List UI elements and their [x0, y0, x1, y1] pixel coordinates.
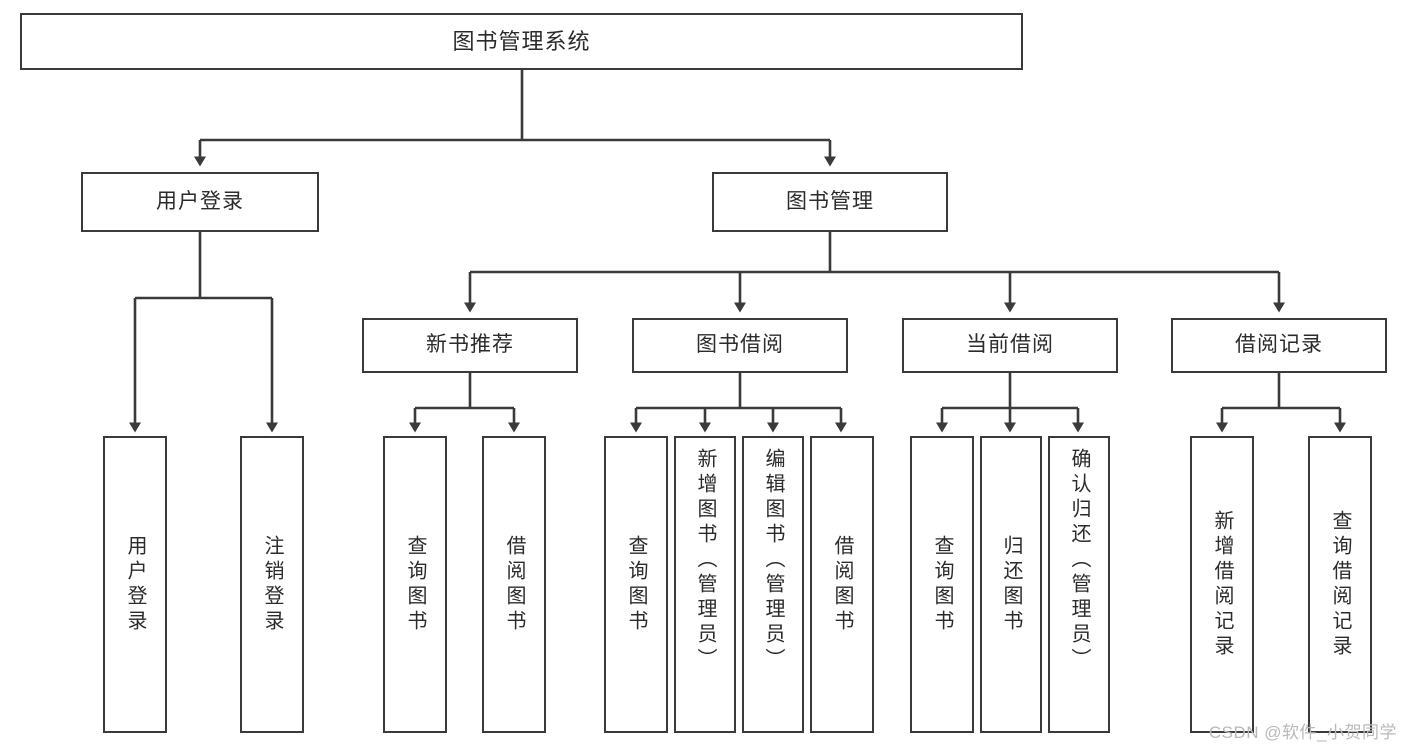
- node-label: 新增借阅记录: [1211, 509, 1233, 660]
- node-label: 编辑图书（管理员）: [762, 448, 784, 673]
- node-label: 借阅图书: [503, 534, 525, 635]
- node-label: 注销登录: [261, 534, 283, 635]
- node-label: 新书推荐: [426, 333, 514, 357]
- node-current-borrow[interactable]: 当前借阅: [902, 318, 1118, 373]
- node-label: 新增图书（管理员）: [694, 448, 716, 673]
- watermark-text: CSDN @软件_小贺同学: [1208, 723, 1397, 742]
- node-label: 查询图书: [404, 534, 426, 635]
- node-label: 查询借阅记录: [1329, 509, 1351, 660]
- node-label: 借阅记录: [1235, 333, 1323, 357]
- node-new-book-recommend[interactable]: 新书推荐: [362, 318, 578, 373]
- leaf-borrow-record-add-record[interactable]: 新增借阅记录: [1190, 436, 1254, 733]
- leaf-current-borrow-confirm-return[interactable]: 确认归还（管理员）: [1048, 436, 1110, 733]
- node-label: 查询图书: [625, 534, 647, 635]
- leaf-current-borrow-query-book[interactable]: 查询图书: [910, 436, 974, 733]
- leaf-book-borrow-borrow-book[interactable]: 借阅图书: [810, 436, 874, 733]
- node-label: 用户登录: [124, 534, 146, 635]
- node-book-management[interactable]: 图书管理: [712, 172, 948, 232]
- node-label: 用户登录: [156, 189, 244, 213]
- node-root-book-management-system[interactable]: 图书管理系统: [20, 13, 1023, 70]
- node-label: 借阅图书: [831, 534, 853, 635]
- leaf-current-borrow-return-book[interactable]: 归还图书: [980, 436, 1042, 733]
- leaf-book-borrow-add-book[interactable]: 新增图书（管理员）: [674, 436, 736, 733]
- node-borrow-record[interactable]: 借阅记录: [1171, 318, 1387, 373]
- node-user-login[interactable]: 用户登录: [81, 172, 319, 232]
- leaf-new-book-query-book[interactable]: 查询图书: [383, 436, 447, 733]
- leaf-book-borrow-query-book[interactable]: 查询图书: [604, 436, 668, 733]
- node-label: 图书管理: [786, 189, 874, 213]
- node-label: 确认归还（管理员）: [1068, 448, 1090, 673]
- node-book-borrow[interactable]: 图书借阅: [632, 318, 848, 373]
- leaf-borrow-record-query-record[interactable]: 查询借阅记录: [1308, 436, 1372, 733]
- node-label: 图书借阅: [696, 333, 784, 357]
- leaf-new-book-borrow-book[interactable]: 借阅图书: [482, 436, 546, 733]
- node-label: 归还图书: [1000, 534, 1022, 635]
- node-label: 查询图书: [931, 534, 953, 635]
- leaf-book-borrow-edit-book[interactable]: 编辑图书（管理员）: [742, 436, 804, 733]
- node-label: 当前借阅: [966, 333, 1054, 357]
- leaf-user-login-logout[interactable]: 注销登录: [240, 436, 304, 733]
- node-label: 图书管理系统: [452, 28, 591, 54]
- leaf-user-login-login[interactable]: 用户登录: [103, 436, 167, 733]
